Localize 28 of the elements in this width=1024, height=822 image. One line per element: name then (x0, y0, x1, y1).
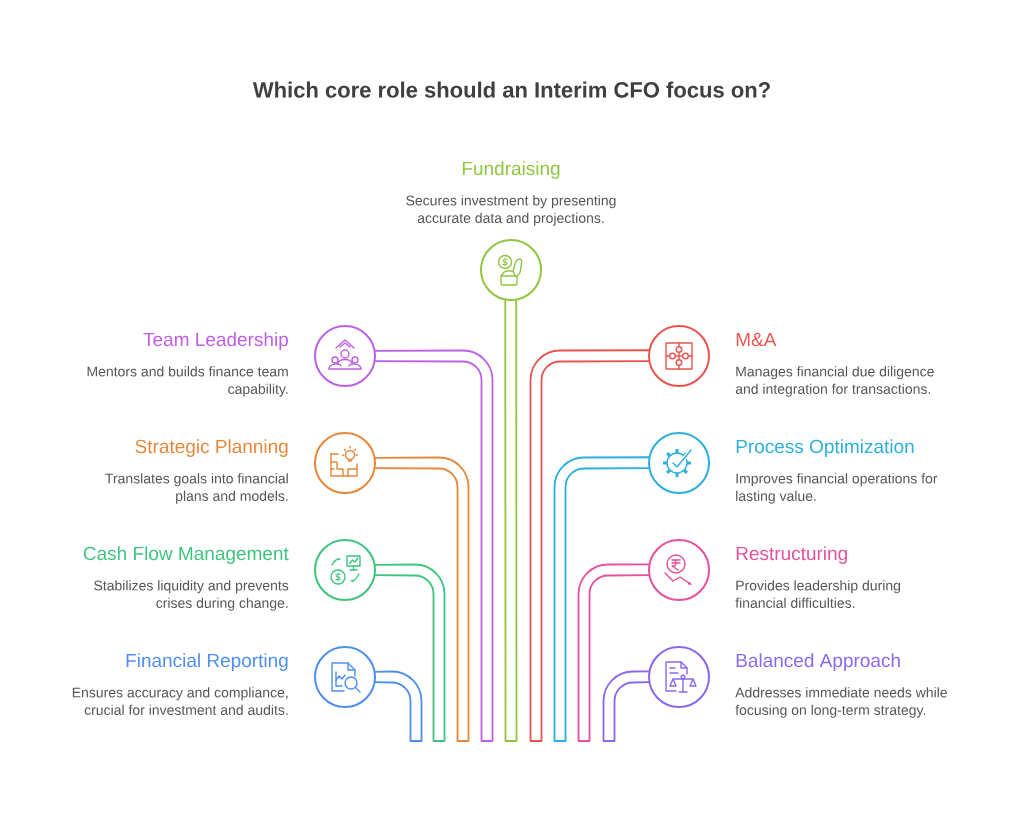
heading: Strategic Planning (135, 439, 288, 457)
description: Provides leadership during financial difficulties. (735, 580, 901, 608)
description: Stabilizes liquidity and prevents crises during change. (94, 580, 289, 611)
tube-connector (373, 563, 446, 742)
heading: Financial Reporting (126, 653, 288, 671)
heading: Team Leadership (143, 332, 288, 350)
description: Manages financial due diligence and integration for transactions. (735, 366, 934, 397)
heading: Fundraising (462, 161, 560, 179)
tube-connector (577, 563, 651, 742)
heading: Cash Flow Management (83, 546, 289, 564)
description: Mentors and builds finance team capability. (87, 366, 288, 397)
tube-connector (553, 456, 651, 742)
heading: Process Optimization (736, 439, 914, 457)
description: Translates goals into financial plans and models. (105, 473, 288, 504)
description: Ensures accuracy and compliance, crucial for investment and audits. (72, 687, 288, 715)
tube-connector (373, 456, 470, 742)
description: Addresses immediate needs while focusing on long-term strategy. (735, 687, 947, 718)
heading: Restructuring (736, 546, 847, 564)
description: Secures investment by presenting accurate data and projections. (406, 195, 616, 226)
tube-connector (529, 349, 651, 742)
tube-connector (373, 349, 494, 742)
heading: M&A (736, 332, 777, 347)
tube-connector (504, 298, 518, 742)
description: Improves financial operations for lasting value. (736, 473, 938, 504)
heading: Balanced Approach (736, 653, 900, 671)
title: Which core role should an Interim CFO focus on? (252, 81, 770, 98)
tube-connector (602, 670, 651, 742)
tube-connector (373, 670, 423, 742)
